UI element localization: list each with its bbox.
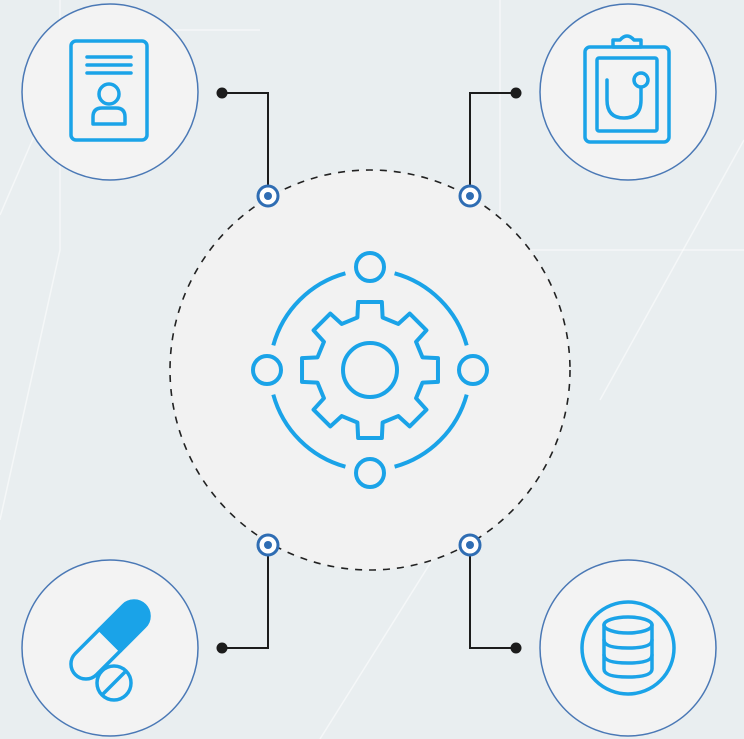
- node-patient-record: [21, 3, 199, 181]
- patient-id-card-icon: [69, 39, 149, 142]
- anchor-bottom-left: [256, 533, 280, 557]
- pill-capsule-icon: [69, 599, 151, 702]
- center-dashed-ring: [169, 169, 571, 571]
- anchor-top-left: [256, 184, 280, 208]
- gear-cycle-icon: [251, 251, 489, 489]
- connector-top-right: [469, 92, 516, 196]
- connector-top-left: [222, 92, 269, 196]
- gear-icon: [300, 300, 440, 440]
- connector-bottom-right: [469, 545, 516, 649]
- database-icon: [580, 600, 676, 696]
- connector-bottom-left: [222, 545, 269, 649]
- endpoint-dot-top-right: [510, 87, 522, 99]
- anchor-bottom-right: [458, 533, 482, 557]
- node-medical-clipboard: [539, 3, 717, 181]
- endpoint-dot-bottom-left: [216, 642, 228, 654]
- connector-endpoints: [216, 87, 522, 654]
- endpoint-dot-top-left: [216, 87, 228, 99]
- endpoint-dot-bottom-right: [510, 642, 522, 654]
- ring-anchors: [256, 184, 482, 557]
- node-medication: [21, 559, 199, 737]
- clipboard-stethoscope-icon: [583, 34, 671, 144]
- connectors: [222, 92, 516, 649]
- anchor-top-right: [458, 184, 482, 208]
- node-database: [539, 559, 717, 737]
